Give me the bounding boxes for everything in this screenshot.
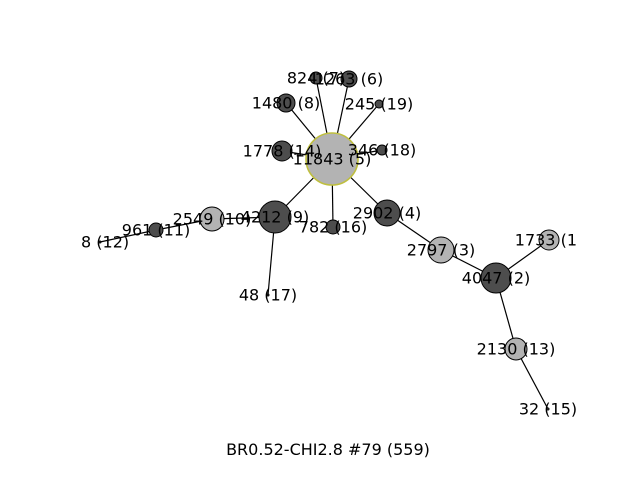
node-n4 <box>373 199 401 227</box>
node-n18 <box>376 144 388 156</box>
node-label-n4: 2902 (4) <box>353 204 421 223</box>
node-label-n2: 4047 (2) <box>462 269 530 288</box>
node-n1 <box>538 229 560 251</box>
node-label-n17: 48 (17) <box>239 286 297 305</box>
node-n7 <box>309 71 323 85</box>
node-label-n19: 245 (19) <box>345 95 413 114</box>
node-n12 <box>98 240 102 244</box>
node-n5 <box>305 132 359 186</box>
node-n13 <box>504 337 528 361</box>
node-label-n13: 2130 (13) <box>477 340 556 359</box>
node-n17 <box>266 293 270 297</box>
node-n14 <box>271 140 293 162</box>
node-label-n16: 782 (16) <box>299 218 367 237</box>
node-label-n5: 11843 (5) <box>293 150 372 169</box>
node-label-n9: 4212 (9) <box>241 208 309 227</box>
node-label-n18: 346 (18) <box>348 141 416 160</box>
node-n9 <box>258 200 292 234</box>
node-label-n14: 1778 (14) <box>243 142 322 161</box>
node-n3 <box>427 236 455 264</box>
edge-layer <box>99 77 550 410</box>
node-n11 <box>148 222 164 238</box>
node-label-n7: 824 (7) <box>287 69 345 88</box>
node-label-n3: 2797 (3) <box>407 241 475 260</box>
node-label-n12: 28 (12) <box>71 233 129 252</box>
node-label-n11: 961 (11) <box>122 221 190 240</box>
node-label-n15: 32 (15) <box>519 400 577 419</box>
node-label-n10: 2549 (10) <box>173 210 252 229</box>
node-n19 <box>374 99 384 109</box>
node-n8 <box>276 93 296 113</box>
node-label-n6: 1263 (6) <box>315 70 383 89</box>
node-n2 <box>480 262 512 294</box>
node-n16 <box>325 219 341 235</box>
node-n6 <box>340 70 358 88</box>
graph-caption: BR0.52-CHI2.8 #79 (559) <box>226 440 430 459</box>
node-n10 <box>199 206 225 232</box>
node-layer <box>98 70 560 411</box>
label-layer: 11843 (5) 4212 (9)2549 (10)961 (11)28 (12… <box>71 69 583 419</box>
edge-n11-n12 <box>99 229 157 243</box>
node-label-n8: 1480 (8) <box>252 94 320 113</box>
node-label-n1: 1733 (1) <box>515 231 583 250</box>
node-n15 <box>546 407 550 411</box>
